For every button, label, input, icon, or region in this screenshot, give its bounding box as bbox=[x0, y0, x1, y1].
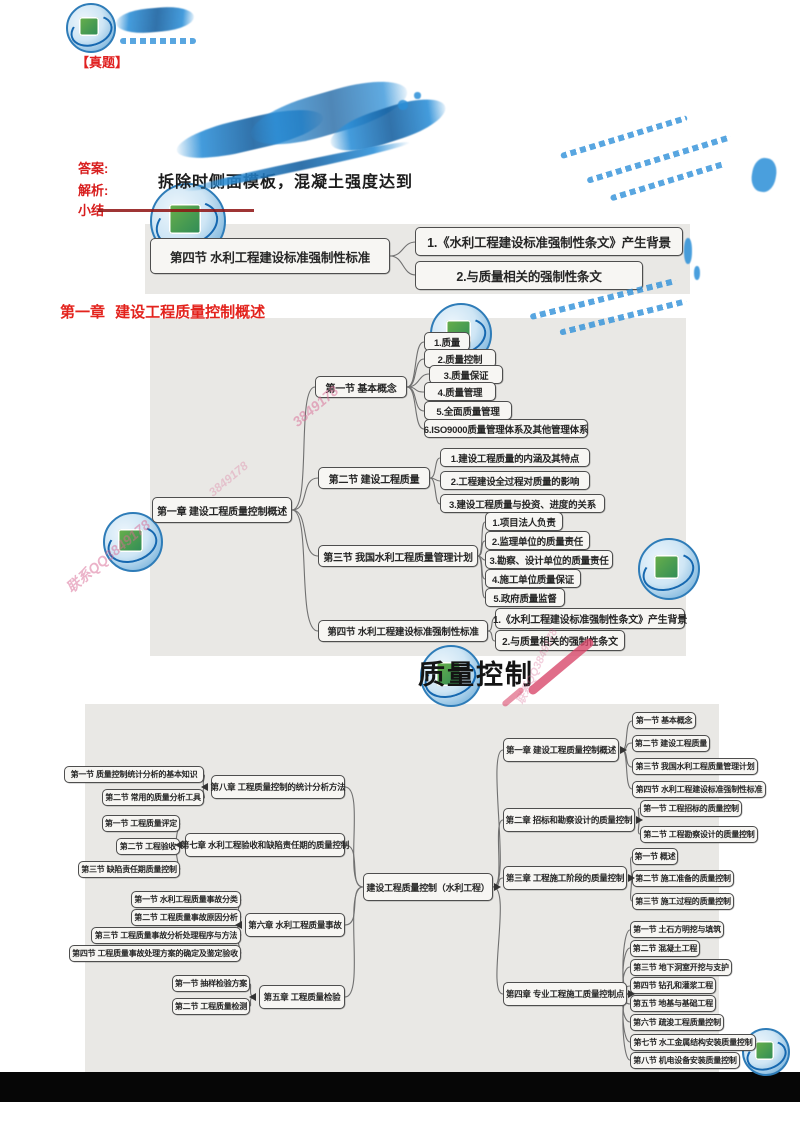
map2-leaf-node: 第二节 建设工程质量 bbox=[632, 735, 710, 752]
logo-slogan-stroke bbox=[120, 38, 196, 44]
map2-leaf-node: 第一节 工程招标的质量控制 bbox=[640, 800, 742, 817]
map2-leaf-node: 第七节 水工金属结构安装质量控制 bbox=[630, 1034, 756, 1051]
map2-leaf-node: 第三节 施工过程的质量控制 bbox=[632, 893, 734, 910]
map1-leaf-node: 3.建设工程质量与投资、进度的关系 bbox=[440, 494, 605, 513]
map2-heading: 质量控制 bbox=[418, 660, 534, 690]
note-analysis: 解析: bbox=[78, 183, 109, 198]
map1-leaf-node: 2.与质量相关的强制性条文 bbox=[495, 630, 625, 651]
map2-chapter-node: 第四章 专业工程施工质量控制点 bbox=[503, 982, 627, 1006]
map2-leaf-node: 第二节 施工准备的质量控制 bbox=[632, 870, 734, 887]
map2-leaf-node: 第二节 混凝土工程 bbox=[630, 940, 700, 957]
map2-leaf-node: 第一节 工程质量评定 bbox=[102, 815, 180, 832]
map2-leaf-node: 第一节 质量控制统计分析的基本知识 bbox=[64, 766, 204, 783]
map1-root-node: 第一章 建设工程质量控制概述 bbox=[152, 497, 292, 523]
map2-leaf-node: 第一节 基本概念 bbox=[632, 712, 696, 729]
globe-watermark-icon bbox=[103, 512, 163, 572]
arrowhead-icon bbox=[628, 874, 635, 882]
note-answer: 答案: bbox=[78, 161, 109, 176]
note-underline bbox=[98, 209, 254, 212]
map2-leaf-node: 第一节 抽样检验方案 bbox=[172, 975, 250, 992]
section-heading: 第一章 建设工程质量控制概述 bbox=[60, 304, 266, 321]
map1-leaf-node: 2.监理单位的质量责任 bbox=[485, 531, 590, 550]
map2-leaf-node: 第三节 缺陷责任期质量控制 bbox=[78, 861, 180, 878]
map1-leaf-node: 4.质量管理 bbox=[424, 382, 496, 401]
arrowhead-icon bbox=[201, 783, 208, 791]
arrowhead-icon bbox=[249, 993, 256, 1001]
map2-leaf-node: 第二节 工程验收 bbox=[116, 838, 180, 855]
blue-glyph bbox=[694, 266, 700, 280]
map1-leaf-node: 5.全面质量管理 bbox=[424, 401, 512, 420]
map1-leaf-node: 1.项目法人负责 bbox=[485, 512, 563, 531]
intro-child-node: 1.《水利工程建设标准强制性条文》产生背景 bbox=[415, 227, 683, 256]
map2-root-node: 建设工程质量控制（水利工程） bbox=[363, 873, 493, 901]
map1-leaf-node: 1.《水利工程建设标准强制性条文》产生背景 bbox=[493, 608, 687, 629]
map2-leaf-node: 第一节 概述 bbox=[632, 848, 678, 865]
arrowhead-icon bbox=[628, 990, 635, 998]
map1-branch-node: 第二节 建设工程质量 bbox=[318, 467, 430, 489]
map2-chapter-node: 第六章 水利工程质量事故 bbox=[245, 913, 345, 937]
map2-leaf-node: 第三节 工程质量事故分析处理程序与方法 bbox=[91, 927, 241, 944]
map1-leaf-node: 4.施工单位质量保证 bbox=[485, 569, 581, 588]
intro-root-node: 第四节 水利工程建设标准强制性标准 bbox=[150, 238, 390, 274]
brush-dot bbox=[398, 100, 408, 110]
intro-child-node: 2.与质量相关的强制性条文 bbox=[415, 261, 643, 290]
blue-glyph bbox=[684, 238, 692, 264]
map1-leaf-node: 1.建设工程质量的内涵及其特点 bbox=[440, 448, 590, 467]
map1-branch-node: 第四节 水利工程建设标准强制性标准 bbox=[318, 620, 488, 642]
brush-dot bbox=[414, 92, 421, 99]
map2-leaf-node: 第二节 工程质量事故原因分析 bbox=[131, 909, 241, 926]
map2-leaf-node: 第四节 钻孔和灌浆工程 bbox=[630, 977, 716, 994]
brand-tag: 【真题】 bbox=[76, 55, 129, 70]
map1-leaf-node: 2.工程建设全过程对质量的影响 bbox=[440, 471, 590, 490]
globe-watermark-icon bbox=[742, 1028, 790, 1076]
blue-glyph bbox=[749, 156, 779, 194]
logo-brand-stroke bbox=[115, 4, 195, 36]
map2-chapter-node: 第二章 招标和勘察设计的质量控制 bbox=[503, 808, 635, 832]
map2-leaf-node: 第六节 疏浚工程质量控制 bbox=[630, 1014, 724, 1031]
map2-leaf-node: 第三节 我国水利工程质量管理计划 bbox=[632, 758, 758, 775]
map2-leaf-node: 第三节 地下洞室开挖与支护 bbox=[630, 959, 732, 976]
globe-watermark-icon bbox=[420, 645, 482, 707]
logo-globe-icon bbox=[66, 3, 116, 53]
map2-leaf-node: 第二节 工程勘察设计的质量控制 bbox=[640, 826, 758, 843]
arrowhead-icon bbox=[175, 841, 182, 849]
bottom-black-band bbox=[0, 1072, 800, 1102]
note-summary: 小结 bbox=[78, 203, 105, 218]
globe-watermark-icon bbox=[638, 538, 700, 600]
arrowhead-icon bbox=[494, 883, 501, 891]
map2-chapter-node: 第一章 建设工程质量控制概述 bbox=[503, 738, 619, 762]
map2-leaf-node: 第四节 水利工程建设标准强制性标准 bbox=[632, 781, 766, 798]
map1-leaf-node: 6.ISO9000质量管理体系及其他管理体系 bbox=[424, 419, 588, 438]
map2-leaf-node: 第一节 水利工程质量事故分类 bbox=[131, 891, 241, 908]
map2-leaf-node: 第四节 工程质量事故处理方案的确定及鉴定验收 bbox=[69, 945, 241, 962]
map2-leaf-node: 第二节 工程质量检测 bbox=[172, 998, 250, 1015]
map2-chapter-node: 第五章 工程质量检验 bbox=[259, 985, 345, 1009]
map2-chapter-node: 第三章 工程施工阶段的质量控制 bbox=[503, 866, 627, 890]
map2-chapter-node: 第七章 水利工程验收和缺陷责任期的质量控制 bbox=[181, 833, 349, 857]
map1-branch-node: 第一节 基本概念 bbox=[315, 376, 407, 398]
arrowhead-icon bbox=[620, 746, 627, 754]
map1-branch-node: 第三节 我国水利工程质量管理计划 bbox=[318, 545, 478, 567]
map2-leaf-node: 第八节 机电设备安装质量控制 bbox=[630, 1052, 740, 1069]
map1-leaf-node: 5.政府质量监督 bbox=[485, 588, 565, 607]
map2-chapter-node: 第八章 工程质量控制的统计分析方法 bbox=[211, 775, 346, 799]
arrowhead-icon bbox=[636, 816, 643, 824]
map2-leaf-node: 第二节 常用的质量分析工具 bbox=[102, 789, 204, 806]
map1-leaf-node: 3.勘察、设计单位的质量责任 bbox=[485, 550, 613, 569]
map2-leaf-node: 第五节 地基与基础工程 bbox=[630, 995, 716, 1012]
map2-leaf-node: 第一节 土石方明挖与填筑 bbox=[630, 921, 724, 938]
arrowhead-icon bbox=[235, 921, 242, 929]
